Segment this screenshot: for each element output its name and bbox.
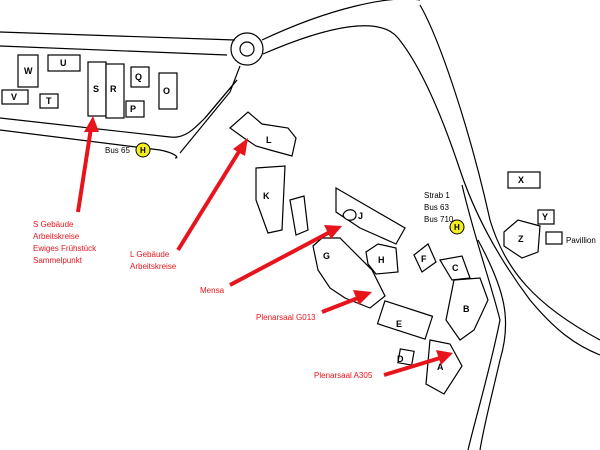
bus-stop-icon [135, 142, 151, 158]
building-x-label: X [518, 175, 524, 185]
building-g [312, 237, 386, 309]
building-l-label: L [266, 135, 272, 145]
building-d [397, 348, 415, 366]
building-g-west [289, 195, 309, 236]
building-l [229, 111, 297, 157]
building-k [255, 165, 286, 234]
g013-annotation: Plenarsaal G013 [256, 313, 316, 322]
road-right-outer2 [419, 4, 600, 341]
building-y [537, 209, 555, 225]
building-v-label: V [11, 92, 17, 102]
building-u-label: U [60, 58, 67, 68]
road-lower-left-2 [0, 129, 178, 159]
tram-stop-icon [449, 219, 465, 235]
building-p-label: P [130, 104, 136, 114]
road-right-inner [262, 25, 600, 356]
building-y-label: Y [542, 212, 548, 222]
s-annotation-4: Sammelpunkt [33, 256, 83, 265]
building-g-label: G [323, 251, 330, 261]
mensa-annotation: Mensa [200, 286, 225, 295]
road-top-upper [0, 31, 236, 41]
building-p [125, 100, 145, 118]
building-r-label: R [110, 84, 117, 94]
building-c [439, 255, 471, 281]
road-top-lower [0, 45, 228, 56]
arrow-s-building [76, 127, 93, 213]
building-h [365, 243, 399, 275]
building-r [105, 63, 125, 119]
road-diagonal-2 [179, 65, 241, 154]
building-u [47, 54, 81, 72]
arrowhead-mensa [324, 225, 342, 239]
l-annotation-2: Arbeitskreise [130, 262, 177, 271]
bus-stop-strab: Strab 1 Bus 63 Bus 710 H [424, 191, 465, 235]
building-f-label: F [421, 254, 427, 264]
building-x [507, 171, 541, 189]
building-a [425, 339, 463, 395]
building-f [413, 243, 437, 273]
annotation-texts: S Gebäude Arbeitskreise Ewiges Frühstück… [33, 220, 373, 380]
road-lower-left-1 [0, 79, 238, 138]
arrow-g013 [321, 296, 359, 314]
building-z-label: Z [518, 234, 524, 244]
building-e-label: E [396, 319, 402, 329]
arrowhead-l-building [233, 138, 248, 156]
building-o-label: O [163, 86, 170, 96]
road-branch-down2 [477, 239, 507, 450]
annotation-arrows [76, 116, 453, 377]
building-q-label: Q [135, 72, 142, 82]
s-annotation-1: S Gebäude [33, 220, 74, 229]
building-b [445, 277, 489, 341]
l-annotation-1: L Gebäude [130, 250, 170, 259]
s-annotation-3: Ewiges Frühstück [33, 244, 97, 253]
arrowhead-a305 [436, 350, 453, 365]
building-z [503, 219, 541, 259]
bus65-label: Bus 65 [105, 146, 130, 155]
building-v [1, 89, 29, 105]
building-e [376, 300, 434, 340]
bus-stop-symbol: H [140, 146, 146, 155]
building-h-label: H [378, 255, 385, 265]
tram-stop-symbol: H [454, 223, 460, 232]
roundabout-inner [239, 41, 255, 57]
s-annotation-2: Arbeitskreise [33, 232, 80, 241]
road-branch-down [461, 184, 501, 450]
arrowhead-s-building [84, 116, 99, 132]
building-b-label: B [463, 304, 470, 314]
building-w-label: W [24, 66, 33, 76]
building-w [17, 54, 39, 88]
a305-annotation: Plenarsaal A305 [314, 371, 373, 380]
building-d-label: D [397, 354, 404, 364]
building-k-label: K [263, 191, 270, 201]
arrow-mensa [229, 230, 331, 287]
strab-line-1: Strab 1 [424, 191, 450, 200]
bus-stop-65: Bus 65 H [105, 142, 151, 158]
strab-line-3: Bus 710 [424, 215, 454, 224]
building-c-label: C [452, 263, 459, 273]
building-s-label: S [93, 84, 99, 94]
building-q [130, 66, 150, 88]
roundabout-outer [230, 32, 264, 66]
building-j-courtyard [342, 209, 357, 221]
building-o [158, 72, 178, 110]
building-j-label: J [358, 211, 363, 221]
strab-line-2: Bus 63 [424, 203, 449, 212]
pavillion-label: Pavillion [566, 236, 596, 245]
building-pavillion [545, 231, 563, 245]
building-j [335, 186, 406, 245]
building-t [39, 93, 59, 109]
arrow-l-building [176, 148, 242, 252]
building-a-label: A [437, 362, 444, 372]
road-right-outer [261, 0, 420, 41]
arrow-a305 [383, 356, 441, 377]
arrowhead-g013 [353, 290, 372, 305]
building-t-label: T [46, 96, 52, 106]
buildings: W U V T S R Q P O L K J G H F C [1, 54, 596, 395]
